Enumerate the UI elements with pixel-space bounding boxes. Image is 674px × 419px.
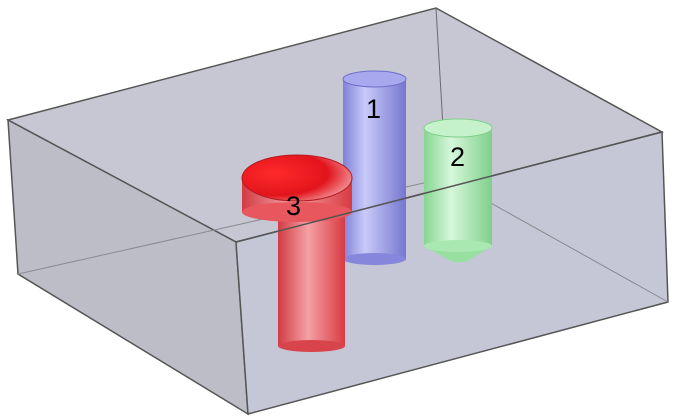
hole-3-counterbore [241,154,353,352]
hole-2-cylinder [423,118,493,262]
hole-1-cylinder [342,70,407,265]
hole-3-label: 3 [286,191,301,221]
hole-2-label: 2 [450,142,465,172]
block-top-front-edge [235,131,663,243]
hole-1-label: 1 [366,94,381,124]
